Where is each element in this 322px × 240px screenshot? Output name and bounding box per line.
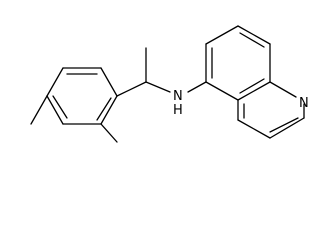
molecule-structure: N H N [30, 25, 309, 143]
ortho-methyl-bond [100, 123, 118, 143]
qring-double-3 [239, 78, 265, 94]
ring1-bond-upper-right [100, 67, 118, 97]
para-methyl-bond [30, 95, 48, 125]
amine-hydrogen-label: H [173, 103, 183, 118]
ring1-bond-upper-left [46, 67, 64, 97]
quinoline-benzo-ring [205, 25, 271, 101]
pyr-double-1 [269, 117, 299, 133]
amine-nitrogen-label: N [173, 89, 183, 104]
ring1-bond-lower-right [100, 95, 118, 125]
qring-bond-2 [205, 25, 239, 45]
ring1-double-lower-right [96, 97, 112, 121]
nh-quinoline-bond [187, 81, 207, 93]
qring-bond-3 [237, 25, 271, 45]
aryl-ch-bond [116, 81, 147, 97]
ring1-bond-lower-left [46, 95, 64, 125]
qring-bond-5 [237, 81, 271, 101]
ring-nitrogen-label: N [299, 96, 309, 111]
ch-nh-bond [145, 81, 171, 93]
quinoline-pyridine-ring [237, 81, 305, 139]
qring-double-2 [239, 32, 265, 48]
dimethylphenyl-ring [46, 67, 118, 125]
ring1-double-lower-left [52, 95, 68, 119]
qring-bond-6 [205, 81, 239, 101]
pyr-bond-1 [269, 81, 297, 98]
pyr-bond-4 [237, 119, 271, 139]
pyr-bond-3 [269, 117, 305, 139]
